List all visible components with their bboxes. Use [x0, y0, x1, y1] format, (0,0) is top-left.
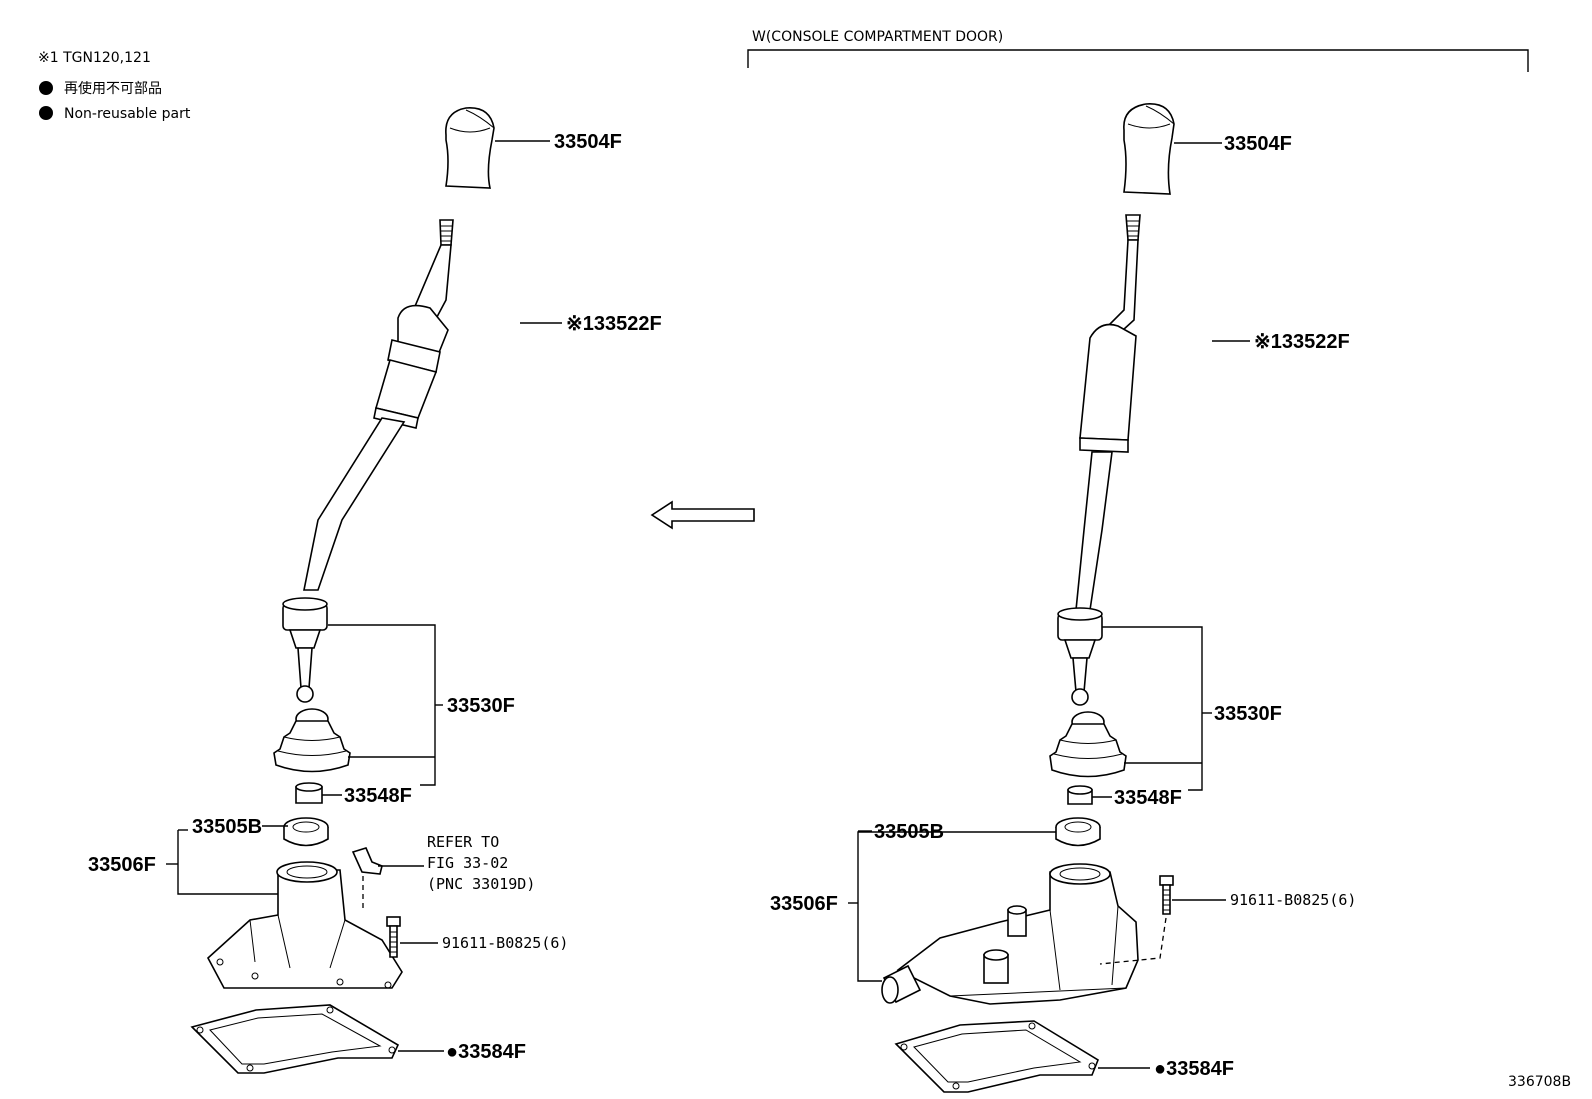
right-label-seat: 33548F: [1114, 787, 1182, 809]
left-shift-knob: [445, 107, 495, 189]
legend-nonreusable-jp: 再使用不可部品: [64, 80, 162, 97]
right-gasket: [894, 1020, 1099, 1093]
left-seat: [295, 782, 323, 804]
right-label-knob: 33504F: [1224, 133, 1292, 155]
figure-id: 336708B: [1508, 1074, 1571, 1090]
right-label-gasket: ●33584F: [1154, 1058, 1234, 1080]
legend-variant-note: ※1 TGN120,121: [38, 50, 151, 66]
right-group-header: W(CONSOLE COMPARTMENT DOOR): [752, 29, 1003, 45]
right-label-bushing: 33505B: [874, 821, 944, 843]
right-label-bolt: 91611-B0825(6): [1230, 891, 1356, 909]
left-label-gasket: ●33584F: [446, 1041, 526, 1063]
left-label-seat: 33548F: [344, 785, 412, 807]
left-retainer-housing: [207, 861, 403, 989]
left-refer-line2: FIG 33-02: [427, 854, 508, 872]
right-label-lever-assy: 33530F: [1214, 703, 1282, 725]
left-refer-line3: (PNC 33019D): [427, 875, 535, 893]
left-assembly: 33504F ※133522F 33530F 33548F 33505B 335…: [88, 107, 662, 1074]
right-bushing: [1055, 817, 1101, 847]
legend-nonreusable-en: Non-reusable part: [64, 106, 191, 122]
right-group-bracket: [747, 49, 1529, 72]
left-label-lever-assy: 33530F: [447, 695, 515, 717]
right-assembly: 33504F ※133522F 33530F 33548F 33505B 335…: [770, 103, 1356, 1093]
right-label-retainer: 33506F: [770, 893, 838, 915]
right-lever-collar: [1057, 607, 1103, 706]
right-label-boot: ※133522F: [1254, 331, 1350, 353]
left-label-knob: 33504F: [554, 131, 622, 153]
left-rubber-boot: [273, 708, 351, 773]
right-bolt: [1099, 875, 1174, 965]
left-refer-line1: REFER TO: [427, 833, 499, 851]
left-label-bolt: 91611-B0825(6): [442, 934, 568, 952]
left-lever-collar: [282, 597, 328, 703]
right-seat: [1067, 785, 1093, 805]
left-bolt: [386, 916, 401, 958]
left-shift-lever: [303, 219, 454, 591]
left-label-retainer: 33506F: [88, 854, 156, 876]
nonreusable-bullet-icon: [39, 106, 53, 120]
left-gasket: [190, 1004, 400, 1074]
right-retainer-housing: [881, 863, 1139, 1005]
right-shift-knob: [1123, 103, 1175, 195]
left-label-bushing: 33505B: [192, 816, 262, 838]
nonreusable-bullet-icon: [39, 81, 53, 95]
left-label-boot: ※133522F: [566, 313, 662, 335]
left-breather-plug: [351, 847, 383, 912]
right-rubber-boot: [1049, 711, 1127, 778]
direction-arrow-icon: [650, 500, 755, 530]
right-shift-lever: [1075, 214, 1141, 611]
left-bushing: [283, 817, 329, 847]
